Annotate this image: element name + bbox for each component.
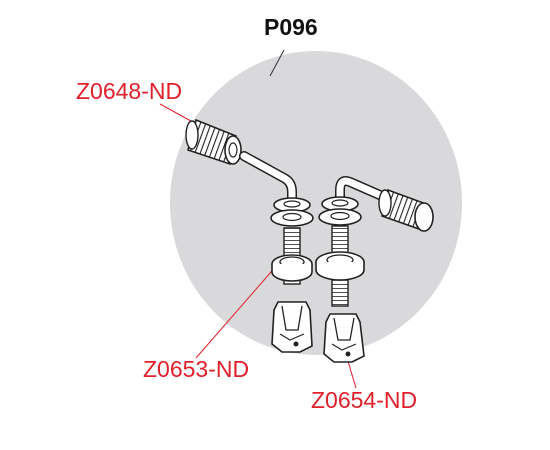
- part-label-right-bolt: Z0654-ND: [311, 387, 418, 413]
- leader-line-z0653: [195, 263, 279, 359]
- part-label-left-bolt: Z0653-ND: [143, 356, 250, 382]
- clip-right: [323, 313, 365, 363]
- part-label-insert-nut: Z0648-ND: [76, 78, 183, 104]
- backdrop-circle: [170, 51, 462, 355]
- assembly-label: P096: [264, 14, 318, 40]
- insert-nut-left: [185, 118, 242, 166]
- leader-line-assembly: [269, 49, 285, 77]
- washers-right: [315, 196, 365, 281]
- insert-nut-right: [378, 188, 434, 232]
- clip-left: [271, 301, 313, 353]
- washers-left: [270, 197, 314, 282]
